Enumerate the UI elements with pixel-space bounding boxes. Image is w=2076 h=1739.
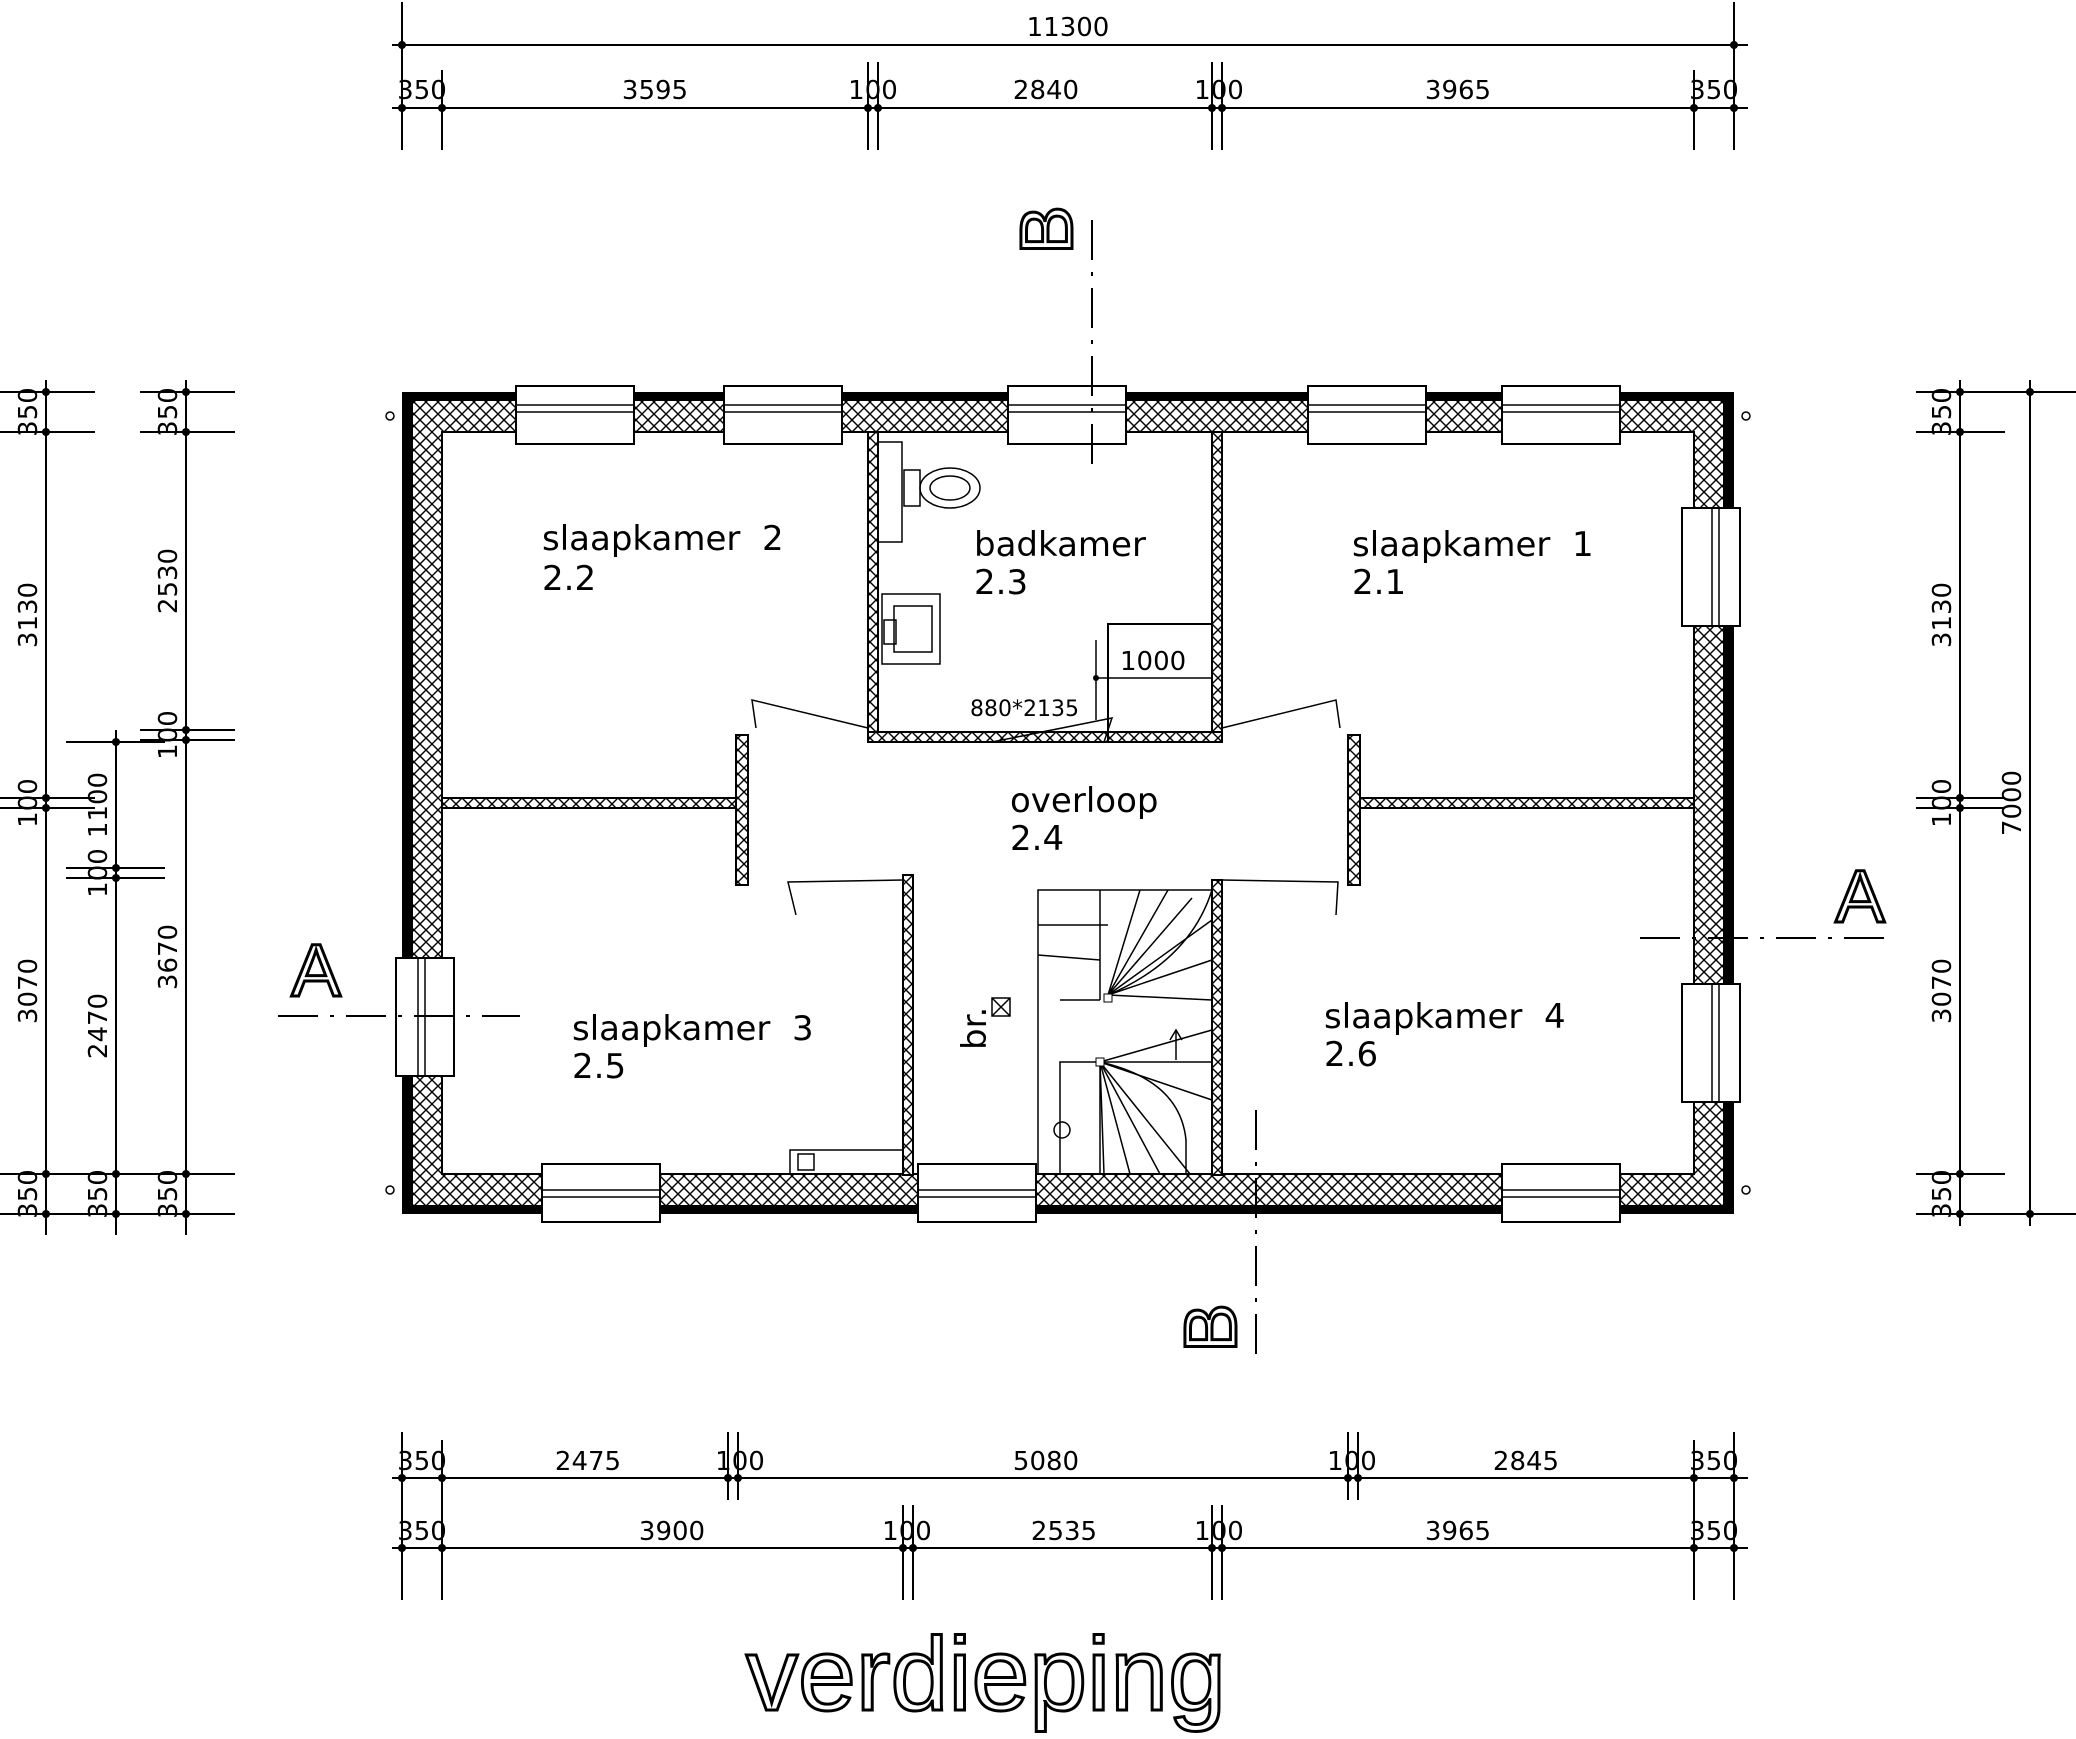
dim-right-3: 100 bbox=[1928, 778, 1958, 828]
dim-left1-3: 100 bbox=[14, 778, 44, 828]
room-name-slaapkamer-4: slaapkamer 4 bbox=[1324, 997, 1566, 1037]
drawing-title: verdieping bbox=[746, 1617, 1226, 1733]
windows bbox=[395, 385, 1741, 1223]
right-dimension-lines bbox=[1916, 380, 2076, 1226]
section-label-b-top: B bbox=[1005, 205, 1088, 254]
dim-top-5: 100 bbox=[1194, 76, 1244, 106]
dim-right-5: 350 bbox=[1928, 1169, 1958, 1219]
dim-bottom1-4: 5080 bbox=[1013, 1447, 1079, 1477]
room-number-overloop: 2.4 bbox=[1010, 819, 1064, 859]
dim-right-4: 3070 bbox=[1928, 958, 1958, 1024]
section-label-a-left: A bbox=[291, 929, 341, 1012]
dim-left2-1: 1100 bbox=[84, 772, 114, 838]
dim-left3-1: 350 bbox=[154, 387, 184, 437]
dim-bottom1-5: 100 bbox=[1327, 1447, 1377, 1477]
dim-left2-3: 2470 bbox=[84, 993, 114, 1059]
section-label-a-right: A bbox=[1835, 855, 1885, 938]
section-label-b-bottom: B bbox=[1169, 1303, 1252, 1352]
dim-bottom1-2: 2475 bbox=[555, 1447, 621, 1477]
dim-bottom1-3: 100 bbox=[715, 1447, 765, 1477]
dim-top-2: 3595 bbox=[622, 76, 688, 106]
bottom-dimension-lines bbox=[392, 1432, 1748, 1600]
dim-left1-2: 3130 bbox=[14, 582, 44, 648]
dim-left2-4: 350 bbox=[84, 1169, 114, 1219]
radiator bbox=[789, 1149, 904, 1175]
dim-right-total: 7000 bbox=[1998, 770, 2028, 836]
dim-bottom2-3: 100 bbox=[882, 1517, 932, 1547]
dim-top-total: 11300 bbox=[1027, 13, 1110, 43]
dim-top-3: 100 bbox=[848, 76, 898, 106]
room-number-slaapkamer-3: 2.5 bbox=[572, 1047, 626, 1087]
dim-left2-2: 100 bbox=[84, 848, 114, 898]
left-dimension-lines bbox=[0, 380, 235, 1235]
room-number-slaapkamer-4: 2.6 bbox=[1324, 1035, 1378, 1075]
room-name-overloop: overloop bbox=[1010, 781, 1158, 821]
dim-right-2: 3130 bbox=[1928, 582, 1958, 648]
dim-left3-3: 100 bbox=[154, 710, 184, 760]
dim-bottom2-4: 2535 bbox=[1031, 1517, 1097, 1547]
dim-bottom1-1: 350 bbox=[397, 1447, 447, 1477]
dim-top-7: 350 bbox=[1689, 76, 1739, 106]
room-name-slaapkamer-3: slaapkamer 3 bbox=[572, 1009, 814, 1049]
shower-width-label: 1000 bbox=[1120, 647, 1186, 677]
doors bbox=[751, 699, 1341, 916]
detector-icon bbox=[991, 997, 1011, 1017]
dim-bottom2-6: 3965 bbox=[1425, 1517, 1491, 1547]
sink-icon bbox=[881, 593, 941, 665]
dim-bottom2-1: 350 bbox=[397, 1517, 447, 1547]
dim-bottom2-2: 3900 bbox=[639, 1517, 705, 1547]
dim-left3-5: 350 bbox=[154, 1169, 184, 1219]
room-number-slaapkamer-1: 2.1 bbox=[1352, 563, 1406, 603]
corner-markers bbox=[385, 411, 1751, 1195]
bathroom-fixtures bbox=[789, 441, 1212, 1175]
room-number-badkamer: 2.3 bbox=[974, 563, 1028, 603]
room-number-slaapkamer-2: 2.2 bbox=[542, 559, 596, 599]
dim-top-4: 2840 bbox=[1013, 76, 1079, 106]
dim-top-1: 350 bbox=[397, 76, 447, 106]
label-br: br. bbox=[955, 1007, 995, 1050]
dim-bottom2-7: 350 bbox=[1689, 1517, 1739, 1547]
dim-top-6: 3965 bbox=[1425, 76, 1491, 106]
dim-bottom2-5: 100 bbox=[1194, 1517, 1244, 1547]
section-lines bbox=[278, 220, 1890, 1360]
staircase bbox=[1037, 889, 1213, 1175]
door-size-label: 880*2135 bbox=[970, 697, 1079, 722]
dim-left3-2: 2530 bbox=[154, 548, 184, 614]
room-name-slaapkamer-2: slaapkamer 2 bbox=[542, 519, 784, 559]
dim-right-1: 350 bbox=[1928, 387, 1958, 437]
shower-icon bbox=[1093, 623, 1212, 742]
toilet-icon bbox=[903, 467, 981, 509]
dim-left1-5: 350 bbox=[14, 1169, 44, 1219]
dim-left1-4: 3070 bbox=[14, 958, 44, 1024]
room-name-slaapkamer-1: slaapkamer 1 bbox=[1352, 525, 1594, 565]
dim-bottom1-6: 2845 bbox=[1493, 1447, 1559, 1477]
dim-bottom1-7: 350 bbox=[1689, 1447, 1739, 1477]
dim-left1-1: 350 bbox=[14, 387, 44, 437]
dim-left3-4: 3670 bbox=[154, 924, 184, 990]
top-dimension-lines bbox=[392, 2, 1748, 150]
room-name-badkamer: badkamer bbox=[974, 525, 1146, 565]
interior-walls bbox=[441, 431, 1695, 1176]
